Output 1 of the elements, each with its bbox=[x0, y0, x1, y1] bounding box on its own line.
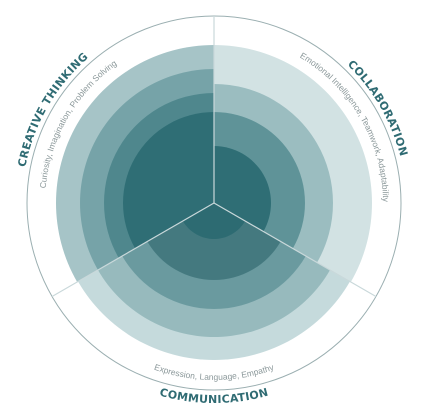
segment-heading: COMMUNICATION bbox=[158, 386, 270, 406]
